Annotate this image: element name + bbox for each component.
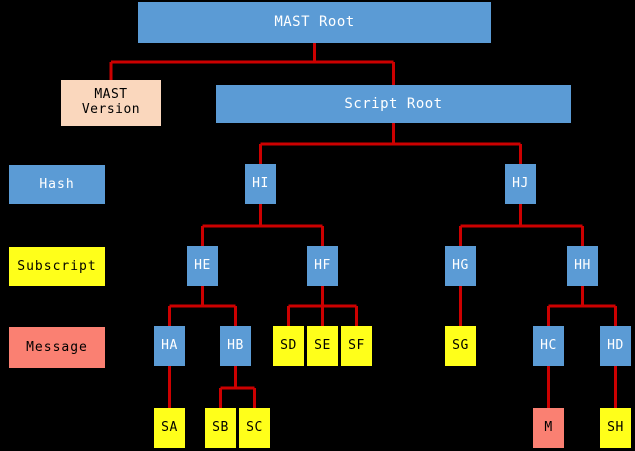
node-hg: HG — [445, 246, 476, 286]
node-sa: SA — [154, 408, 185, 448]
node-label: Script Root — [344, 95, 443, 112]
legend-label: Message — [26, 340, 88, 355]
node-label: HE — [194, 257, 211, 273]
node-label: SF — [348, 337, 365, 353]
node-label: SH — [607, 419, 624, 435]
node-label: HJ — [512, 175, 529, 191]
node-label: HB — [227, 337, 244, 353]
node-label: M — [544, 419, 553, 435]
node-label: SE — [314, 337, 331, 353]
node-se: SE — [307, 326, 338, 366]
node-label: HA — [161, 337, 178, 353]
legend-item-message: Message — [9, 327, 105, 368]
node-sf: SF — [341, 326, 372, 366]
node-hh: HH — [567, 246, 598, 286]
node-sc: SC — [239, 408, 270, 448]
node-mast-version: MAST Version — [61, 80, 161, 126]
node-label: MAST Root — [274, 14, 355, 31]
node-sg: SG — [445, 326, 476, 366]
node-label: SD — [280, 337, 297, 353]
node-hd: HD — [600, 326, 631, 366]
node-sd: SD — [273, 326, 304, 366]
node-label: SC — [246, 419, 263, 435]
node-label: MAST Version — [81, 87, 141, 117]
node-label: HC — [540, 337, 557, 353]
node-hi: HI — [245, 164, 276, 204]
node-hj: HJ — [505, 164, 536, 204]
node-script-root: Script Root — [216, 85, 571, 123]
node-label: SG — [452, 337, 469, 353]
node-sb: SB — [205, 408, 236, 448]
node-label: HD — [607, 337, 624, 353]
node-he: HE — [187, 246, 218, 286]
node-label: HI — [252, 175, 269, 191]
node-label: HG — [452, 257, 469, 273]
node-sh: SH — [600, 408, 631, 448]
legend-item-hash: Hash — [9, 165, 105, 204]
node-ha: HA — [154, 326, 185, 366]
node-label: HH — [574, 257, 591, 273]
node-label: SB — [212, 419, 229, 435]
node-hb: HB — [220, 326, 251, 366]
node-hf: HF — [307, 246, 338, 286]
legend-label: Hash — [39, 177, 75, 192]
node-label: HF — [314, 257, 331, 273]
legend-item-subscript: Subscript — [9, 247, 105, 286]
legend-label: Subscript — [17, 259, 97, 274]
node-m: M — [533, 408, 564, 448]
node-hc: HC — [533, 326, 564, 366]
node-mast-root: MAST Root — [138, 2, 491, 43]
node-label: SA — [161, 419, 178, 435]
